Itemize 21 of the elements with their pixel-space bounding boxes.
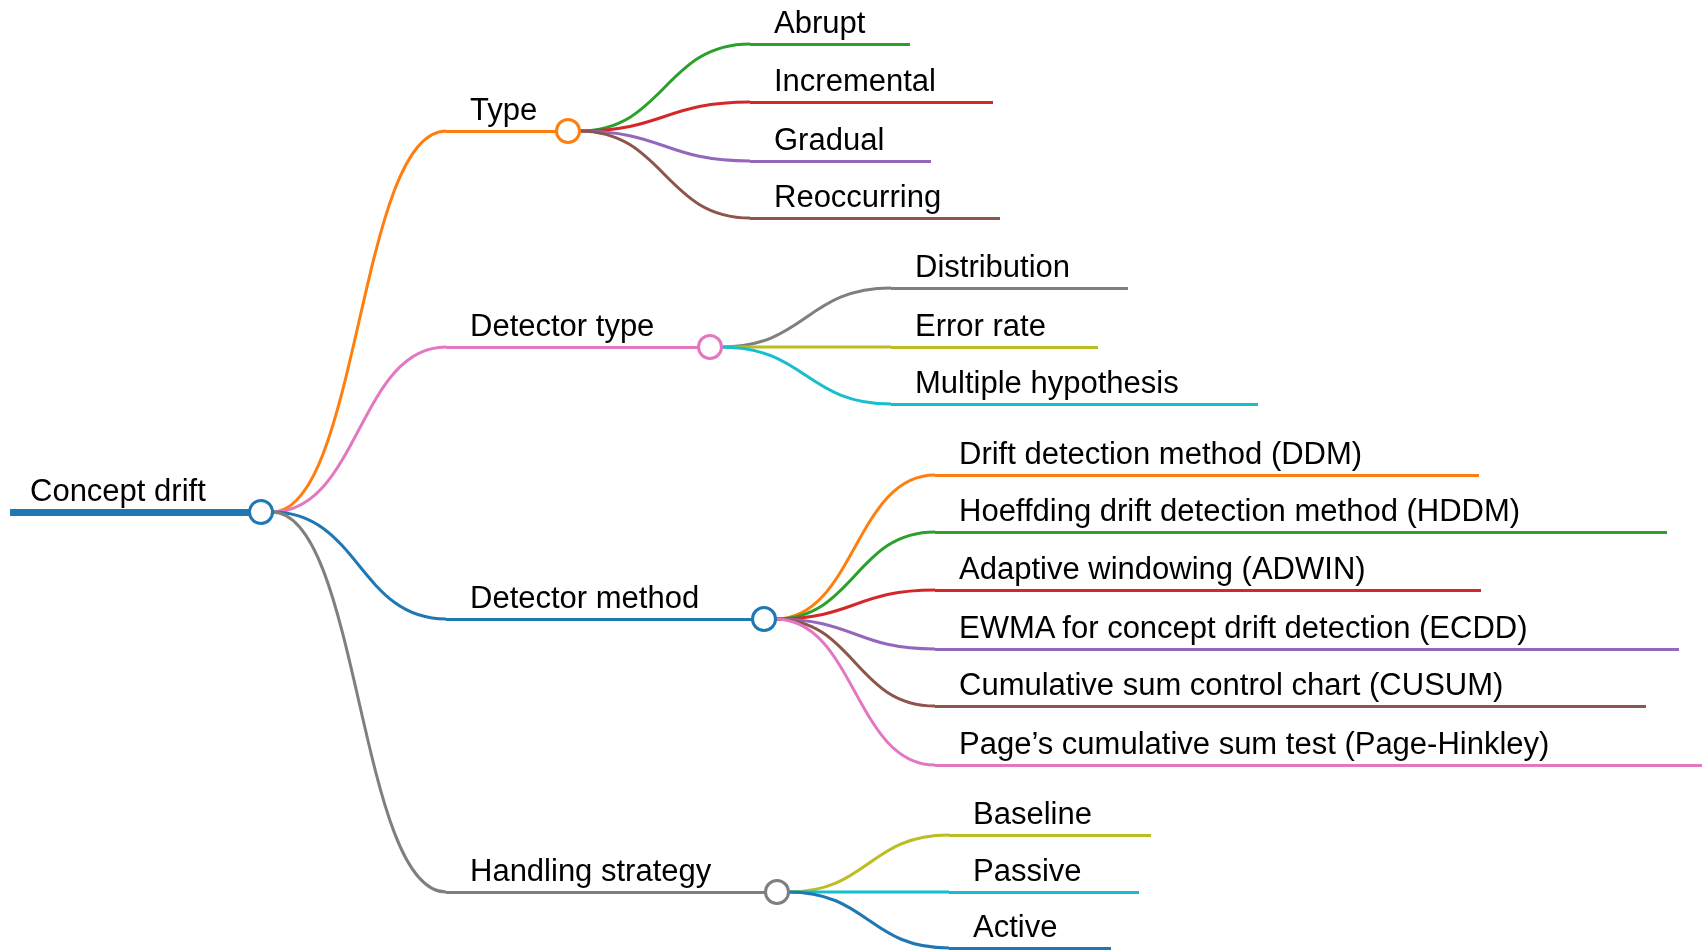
topic-label: Drift detection method (DDM) [959,438,1363,469]
topic-label: Cumulative sum control chart (CUSUM) [959,669,1504,700]
topic-label: Concept drift [30,475,206,506]
topic-label: Detector type [470,310,655,341]
topic-label: Reoccurring [774,181,942,212]
topic-label: Distribution [915,251,1071,282]
topic-label: Detector method [470,582,700,613]
topic-label: Baseline [973,798,1092,829]
topic-label: Passive [973,855,1082,886]
topic-label: Incremental [774,65,936,96]
topic-label: Multiple hypothesis [915,367,1179,398]
topic-label: Page’s cumulative sum test (Page-Hinkley) [959,728,1550,759]
topic-label: Active [973,911,1058,942]
topic-label: Adaptive windowing (ADWIN) [959,553,1366,584]
topic-label: Gradual [774,124,885,155]
topic-label: Error rate [915,310,1046,341]
topic-label: Handling strategy [470,855,712,886]
topic-label: Type [470,94,538,125]
topic-label: Hoeffding drift detection method (HDDM) [959,495,1521,526]
topic-label: Abrupt [774,7,866,38]
topic-label: EWMA for concept drift detection (ECDD) [959,612,1528,643]
